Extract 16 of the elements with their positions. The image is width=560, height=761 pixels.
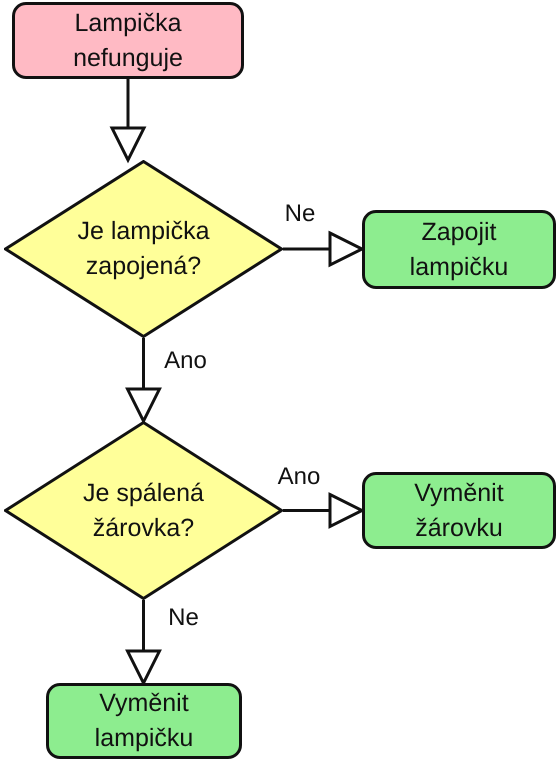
connector-arrow xyxy=(283,493,364,528)
node-text: Je spálená žárovka? xyxy=(82,478,205,544)
action-box xyxy=(362,210,556,289)
node-text: Je lampička zapojená? xyxy=(76,216,210,282)
node-text: Vyměnit žárovku xyxy=(413,478,505,544)
action-box xyxy=(46,683,242,759)
start-box xyxy=(12,2,244,79)
node-text: Zapojit lampičku xyxy=(408,216,510,282)
node-text: Lampička nefunguje xyxy=(72,8,184,74)
decision-diamond xyxy=(4,160,283,338)
node-text: Vyměnit lampičku xyxy=(94,688,194,754)
connector-arrow xyxy=(126,600,161,684)
connector-arrow xyxy=(126,338,161,422)
connector-arrow xyxy=(110,79,146,162)
action-box xyxy=(362,472,556,549)
connector-arrow xyxy=(283,232,364,266)
